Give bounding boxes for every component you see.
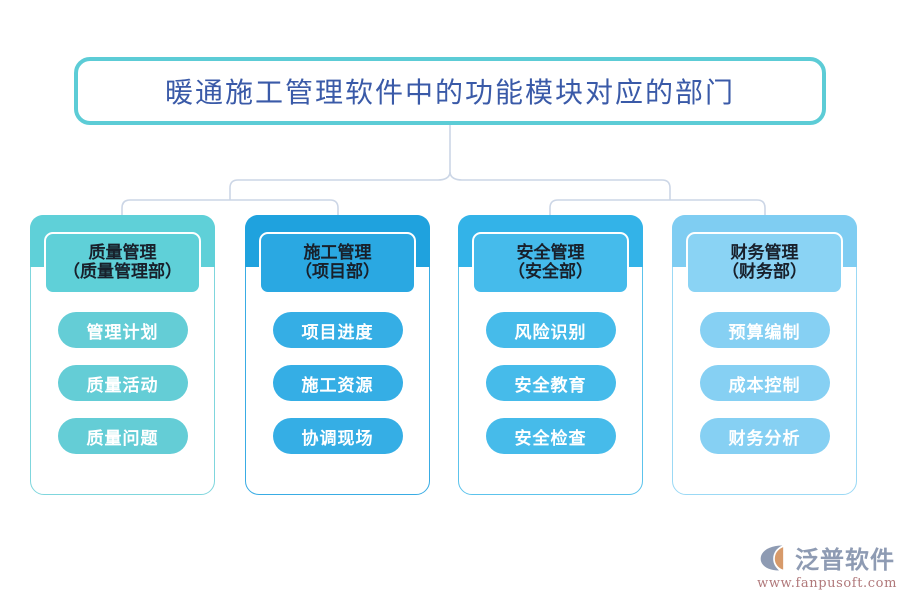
card-title: 质量管理 <box>88 242 157 263</box>
department-card-finance[interactable]: 财务管理 （财务部） 预算编制 成本控制 财务分析 <box>671 214 857 495</box>
brand-name: 泛普软件 <box>795 546 895 574</box>
card-item-list: 管理计划 质量活动 质量问题 <box>31 312 214 454</box>
page-title: 暖通施工管理软件中的功能模块对应的部门 <box>164 76 735 109</box>
card-item-list: 预算编制 成本控制 财务分析 <box>673 312 856 454</box>
module-item[interactable]: 安全检查 <box>485 418 616 454</box>
brand-row: 泛普软件 <box>757 540 897 575</box>
card-item-list: 项目进度 施工资源 协调现场 <box>246 312 429 454</box>
card-header-pill: 财务管理 （财务部） <box>686 232 843 294</box>
module-item[interactable]: 施工资源 <box>272 365 403 401</box>
connector-left-branch <box>229 171 451 200</box>
connector-to-col-0 <box>121 199 230 215</box>
module-item[interactable]: 成本控制 <box>699 365 830 401</box>
card-item-list: 风险识别 安全教育 安全检查 <box>459 312 642 454</box>
module-item[interactable]: 管理计划 <box>57 312 188 348</box>
card-department: （安全部） <box>508 262 593 282</box>
connector-paths <box>121 125 766 215</box>
module-item[interactable]: 风险识别 <box>485 312 616 348</box>
department-card-construction[interactable]: 施工管理 （项目部） 项目进度 施工资源 协调现场 <box>244 214 430 495</box>
module-item[interactable]: 项目进度 <box>272 312 403 348</box>
module-item[interactable]: 协调现场 <box>272 418 403 454</box>
logo-swoosh-shape <box>760 545 783 570</box>
department-card-safety[interactable]: 安全管理 （安全部） 风险识别 安全教育 安全检查 <box>457 214 643 495</box>
connector-right-branch <box>449 171 671 200</box>
connector-to-col-3 <box>670 199 766 215</box>
brand-watermark: 泛普软件 www.fanpusoft.com <box>757 540 897 592</box>
card-header-pill: 安全管理 （安全部） <box>472 232 629 294</box>
card-header-pill: 质量管理 （质量管理部） <box>44 232 201 294</box>
card-title: 安全管理 <box>516 242 585 263</box>
card-header-pill: 施工管理 （项目部） <box>259 232 416 294</box>
diagram-title-box: 暖通施工管理软件中的功能模块对应的部门 <box>74 57 826 125</box>
module-item[interactable]: 预算编制 <box>699 312 830 348</box>
card-department: （项目部） <box>295 262 380 282</box>
module-item[interactable]: 安全教育 <box>485 365 616 401</box>
brand-url: www.fanpusoft.com <box>757 576 897 591</box>
connector-to-col-1 <box>230 199 339 215</box>
module-item[interactable]: 质量问题 <box>57 418 188 454</box>
logo-accent-shape <box>774 546 784 570</box>
module-item[interactable]: 质量活动 <box>57 365 188 401</box>
card-department: （质量管理部） <box>63 262 182 282</box>
card-title: 施工管理 <box>303 242 372 263</box>
card-department: （财务部） <box>722 262 807 282</box>
fanpu-logo-icon <box>760 545 784 570</box>
card-title: 财务管理 <box>730 242 799 263</box>
connector-to-col-2 <box>549 199 670 215</box>
module-item[interactable]: 财务分析 <box>699 418 830 454</box>
department-card-quality[interactable]: 质量管理 （质量管理部） 管理计划 质量活动 质量问题 <box>29 214 215 495</box>
